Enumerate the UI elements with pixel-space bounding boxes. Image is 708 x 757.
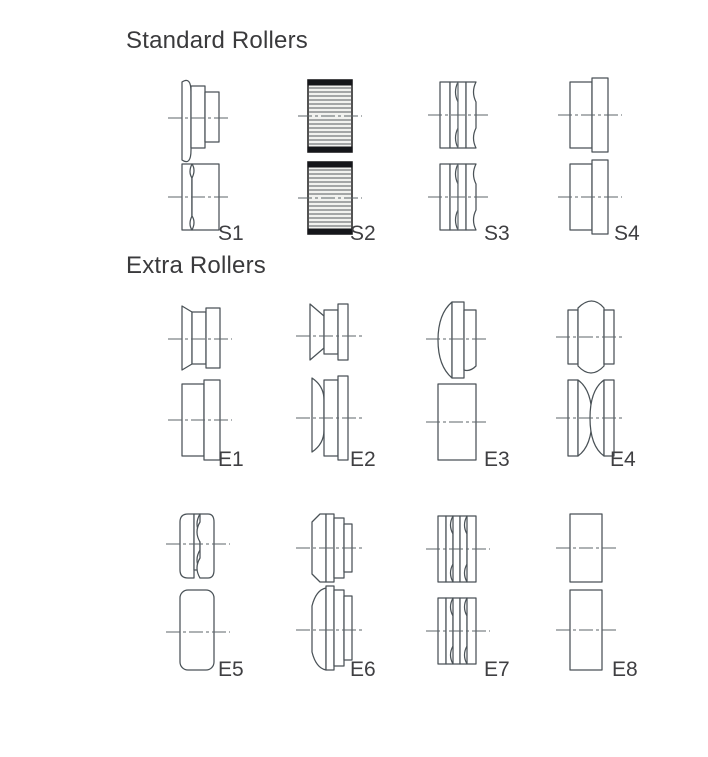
roller-figure-e8: E8	[548, 502, 678, 692]
section-title-extra: Extra Rollers	[126, 252, 266, 279]
roller-figure-e3: E3	[418, 292, 548, 482]
roller-figure-s2: S2	[288, 66, 418, 256]
roller-figure-e2: E2	[288, 292, 418, 482]
roller-label-e7: E7	[484, 658, 510, 681]
roller-figure-s1: S1	[158, 66, 288, 256]
roller-label-e8: E8	[612, 658, 638, 681]
roller-figure-s3: S3	[418, 66, 548, 256]
roller-label-e1: E1	[218, 448, 244, 471]
roller-figure-e5: E5	[158, 502, 288, 692]
section-title-standard: Standard Rollers	[126, 27, 308, 54]
roller-label-s3: S3	[484, 222, 510, 245]
roller-figure-e1: E1	[158, 292, 288, 482]
roller-figure-e4: E4	[548, 292, 678, 482]
roller-label-e6: E6	[350, 658, 376, 681]
roller-label-s4: S4	[614, 222, 640, 245]
roller-label-e3: E3	[484, 448, 510, 471]
roller-figure-e7: E7	[418, 502, 548, 692]
roller-label-e4: E4	[610, 448, 636, 471]
roller-label-s1: S1	[218, 222, 244, 245]
roller-figure-s4: S4	[548, 66, 678, 256]
roller-label-e2: E2	[350, 448, 376, 471]
roller-label-e5: E5	[218, 658, 244, 681]
roller-label-s2: S2	[350, 222, 376, 245]
roller-figure-e6: E6	[288, 502, 418, 692]
